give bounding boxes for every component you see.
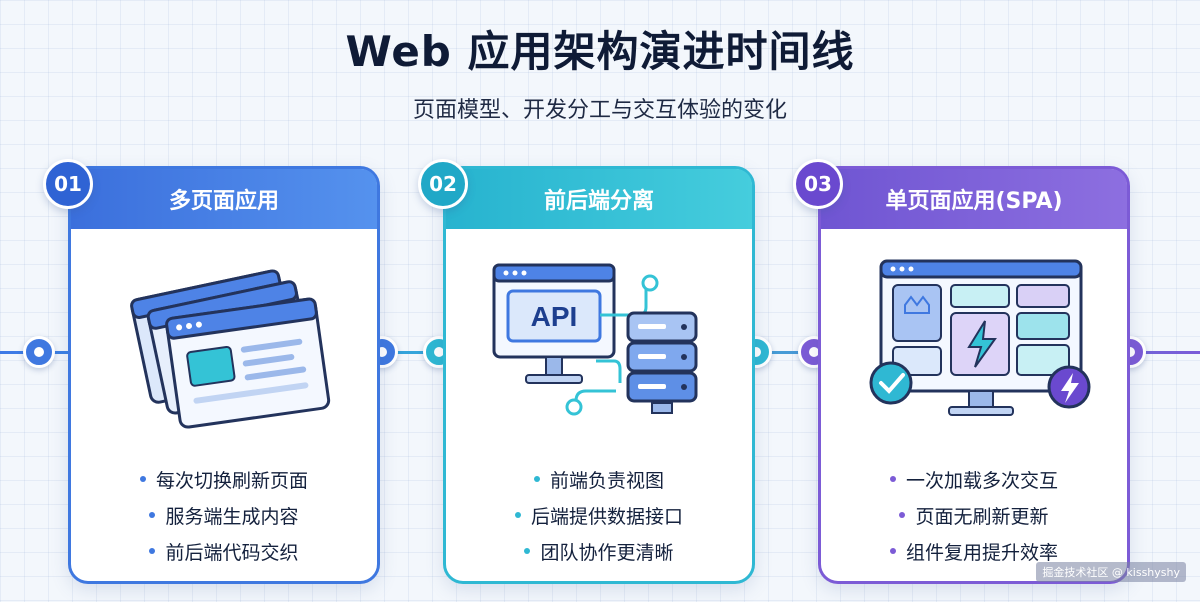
bullet-dot: [899, 512, 906, 518]
api-monitor-server-icon: API: [492, 263, 698, 416]
bullet-text: 后端提供数据接口: [530, 505, 683, 528]
stage-card-1: 多页面应用 01 每次切换刷新页面 服务端生成内容 前后端代码交织: [43, 159, 380, 584]
stage-card-2: 前后端分离 02 API 前端负责视图 后端提供数据接口 团队协作更清晰: [418, 159, 755, 584]
bullet-text: 服务端生成内容: [165, 505, 299, 528]
timeline-node-left-1: [23, 336, 55, 368]
list-item: 页面无刷新更新: [821, 497, 1127, 533]
watermark: 掘金技术社区 @ kisshyshy: [1036, 562, 1186, 582]
list-item: 团队协作更清晰: [446, 533, 752, 569]
list-item: 组件复用提升效率: [821, 533, 1127, 569]
bullet-dot: [533, 476, 540, 482]
stage-3-bullets: 一次加载多次交互 页面无刷新更新 组件复用提升效率: [821, 461, 1127, 569]
bullet-dot: [139, 476, 146, 482]
list-item: 每次切换刷新页面: [71, 461, 377, 497]
stage-2-badge: 02: [418, 159, 468, 209]
bullet-dot: [149, 512, 156, 518]
stage-3-header: 单页面应用(SPA): [821, 169, 1127, 229]
spa-dashboard-monitor-icon: [869, 259, 1091, 416]
list-item: 前后端代码交织: [71, 533, 377, 569]
bullet-text: 一次加载多次交互: [905, 469, 1058, 492]
list-item: 一次加载多次交互: [821, 461, 1127, 497]
bullet-dot: [514, 512, 521, 518]
list-item: 后端提供数据接口: [446, 497, 752, 533]
bullet-dot: [524, 548, 531, 554]
stage-card-3: 单页面应用(SPA) 03 一次加载多次交互 页面无刷新更新 组件复用提升效率: [793, 159, 1130, 584]
api-label: API: [531, 301, 578, 332]
stage-1-header: 多页面应用: [71, 169, 377, 229]
stage-2-header: 前后端分离: [446, 169, 752, 229]
stage-3-title: 单页面应用(SPA): [885, 189, 1063, 214]
stage-1-title: 多页面应用: [168, 189, 279, 214]
page-subtitle: 页面模型、开发分工与交互体验的变化: [412, 98, 787, 123]
bullet-text: 前端负责视图: [549, 469, 664, 492]
bullet-dot: [149, 548, 156, 554]
stage-1-badge: 01: [43, 159, 93, 209]
bullet-text: 组件复用提升效率: [905, 541, 1058, 564]
stage-2-title: 前后端分离: [543, 189, 654, 214]
bullet-text: 团队协作更清晰: [540, 541, 674, 564]
bullet-text: 前后端代码交织: [165, 541, 299, 564]
bullet-text: 每次切换刷新页面: [155, 469, 308, 492]
page-title: Web 应用架构演进时间线: [345, 27, 855, 76]
bullet-text: 页面无刷新更新: [915, 505, 1049, 528]
stage-3-badge: 03: [793, 159, 843, 209]
stacked-browser-windows-icon: [130, 269, 331, 429]
list-item: 前端负责视图: [446, 461, 752, 497]
list-item: 服务端生成内容: [71, 497, 377, 533]
stage-2-bullets: 前端负责视图 后端提供数据接口 团队协作更清晰: [446, 461, 752, 569]
bullet-dot: [889, 476, 896, 482]
bullet-dot: [889, 548, 896, 554]
stage-1-bullets: 每次切换刷新页面 服务端生成内容 前后端代码交织: [71, 461, 377, 569]
